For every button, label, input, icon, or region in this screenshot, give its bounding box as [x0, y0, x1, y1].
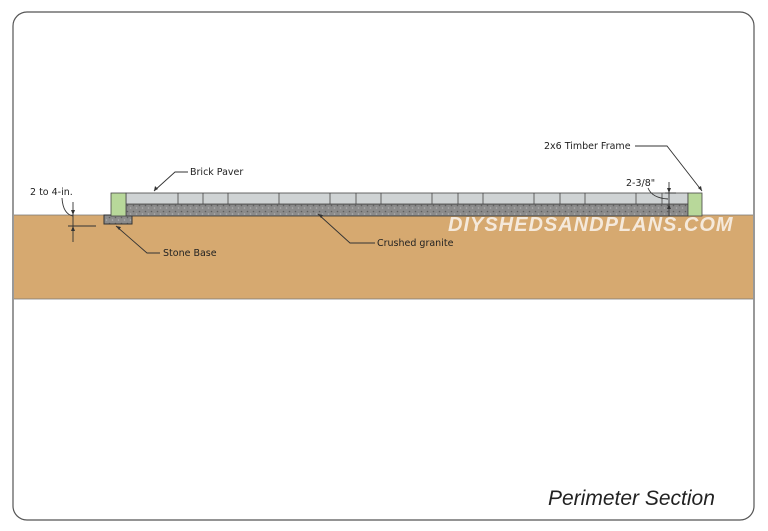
stone-base-leader — [115, 225, 160, 254]
paver-thickness-leader — [647, 187, 669, 200]
timber-frame-left — [110, 192, 127, 217]
ground — [14, 215, 753, 299]
timber-frame-label: 2x6 Timber Frame — [544, 141, 631, 152]
crushed-granite-leader — [317, 213, 375, 244]
brick-paver-label: Brick Paver — [190, 167, 243, 178]
crushed-granite-label: Crushed granite — [377, 238, 454, 249]
stone-base-label: Stone Base — [163, 248, 217, 259]
brick-paver-row — [125, 192, 689, 205]
timber-frame-leader — [635, 145, 703, 192]
depth-leader — [61, 197, 74, 217]
section-title: Perimeter Section — [548, 487, 715, 510]
brick-paver-leader — [153, 171, 188, 192]
watermark: DIYSHEDSANDPLANS.COM — [448, 214, 734, 236]
timber-frame-right — [687, 192, 703, 217]
depth-label: 2 to 4-in. — [30, 187, 73, 198]
paver-thickness-label: 2-3/8" — [626, 178, 655, 189]
